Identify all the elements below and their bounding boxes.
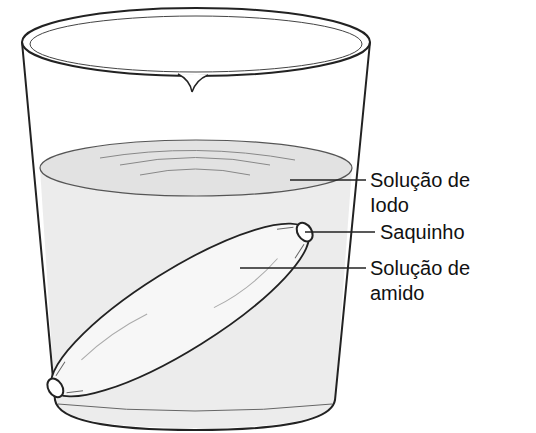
beaker-rim-inner: [30, 16, 362, 72]
surface-ripples: [100, 150, 295, 175]
beaker-wall: [22, 42, 370, 430]
beaker-base: [58, 404, 332, 411]
liquid-surface: [40, 140, 352, 196]
leader-line: [305, 231, 375, 233]
beaker-spout: [178, 74, 208, 92]
leader-line: [240, 267, 366, 269]
part-label: Solução de amido: [370, 256, 490, 306]
beaker-rim: [22, 8, 370, 76]
leader-line: [290, 179, 366, 181]
bag-outline: [32, 197, 329, 424]
bag-tie: [52, 221, 307, 398]
bag: [28, 194, 332, 425]
part-label: Saquinho: [380, 220, 500, 245]
part-label: Solução de Iodo: [370, 168, 490, 218]
bag-knot: [44, 376, 66, 400]
bag-folds: [79, 239, 283, 383]
